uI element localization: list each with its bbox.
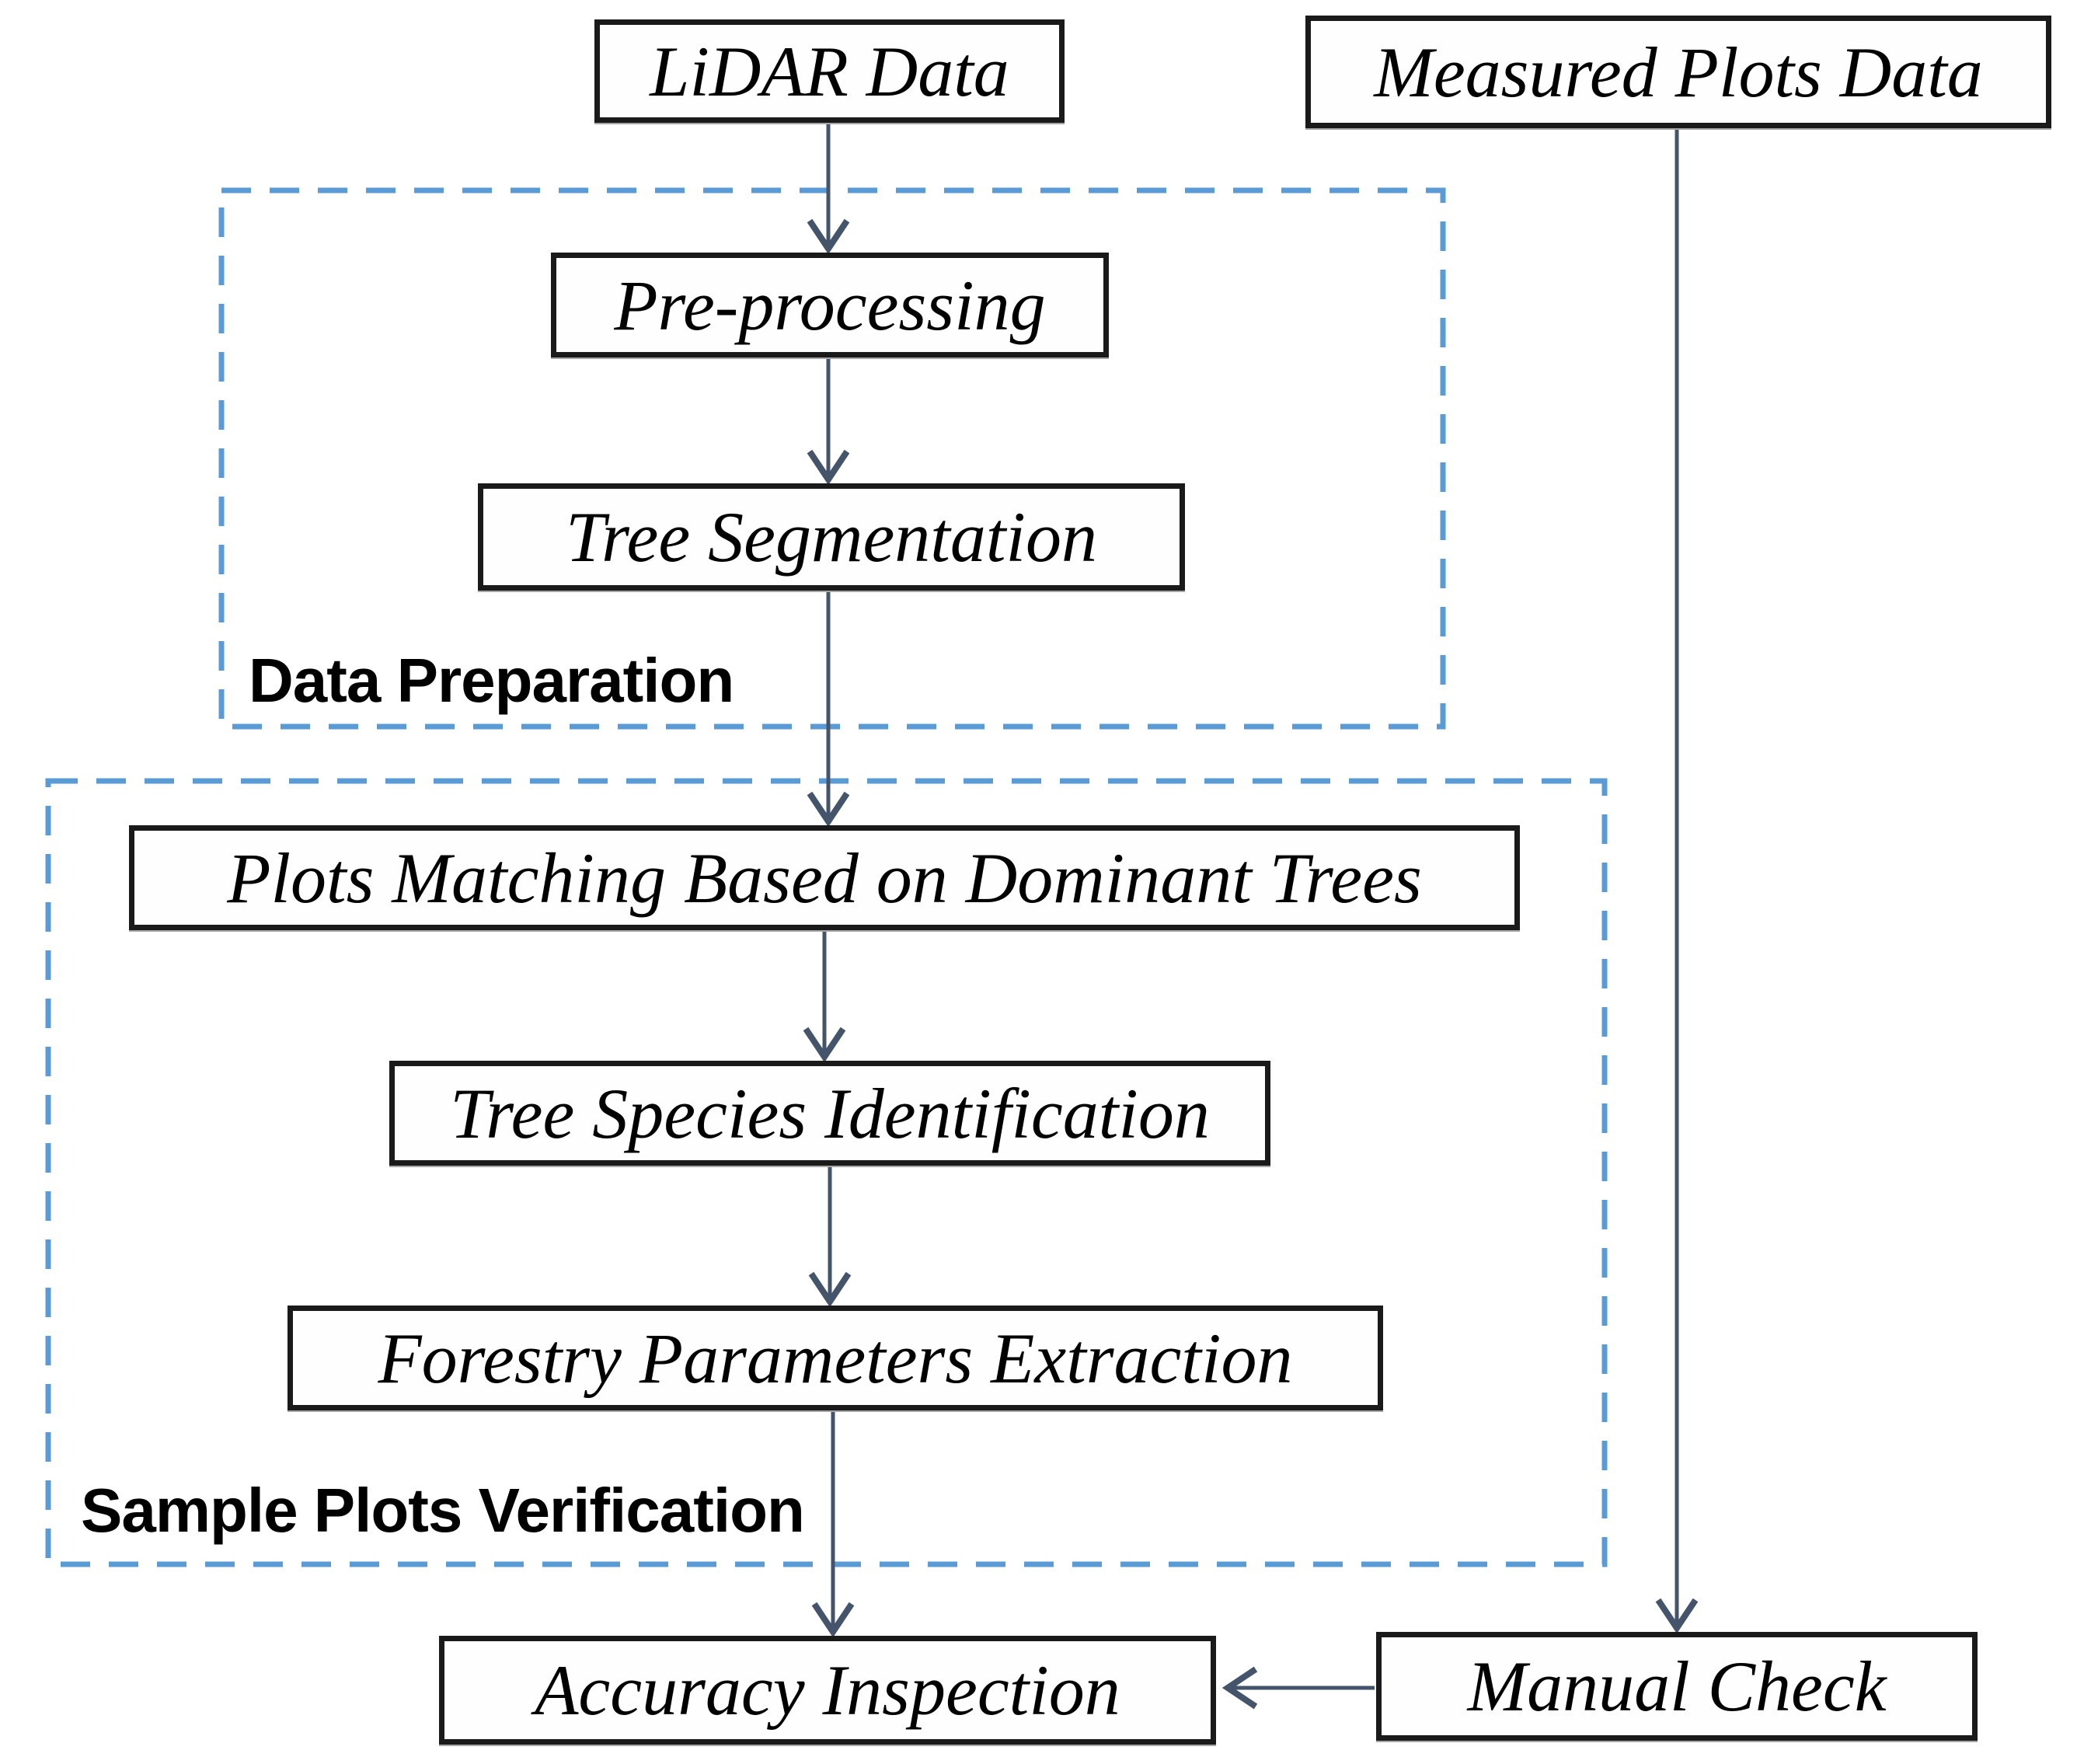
node-measured-plots-data: Measured Plots Data <box>1305 16 2051 128</box>
node-tree-segmentation: Tree Segmentation <box>478 483 1185 591</box>
node-pre-processing: Pre-processing <box>551 253 1109 357</box>
group-label-data-preparation: Data Preparation <box>249 646 734 715</box>
node-plots-matching: Plots Matching Based on Dominant Trees <box>129 825 1520 930</box>
node-lidar-data: LiDAR Data <box>594 19 1065 123</box>
node-accuracy-inspection: Accuracy Inspection <box>439 1636 1216 1745</box>
group-label-sample-plots-verification: Sample Plots Verification <box>81 1476 805 1545</box>
node-manual-check: Manual Check <box>1376 1632 1978 1741</box>
node-forestry-parameters-extraction: Forestry Parameters Extraction <box>288 1306 1383 1410</box>
group-data-preparation-border <box>218 187 1446 730</box>
node-tree-species-identification: Tree Species Identification <box>389 1061 1270 1166</box>
